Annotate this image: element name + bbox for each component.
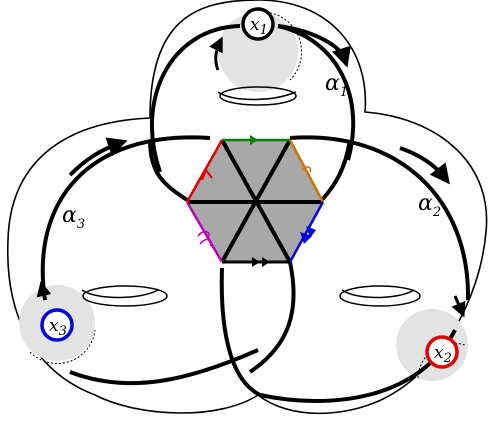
alpha3-arc (70, 143, 120, 175)
hole-left (82, 286, 167, 306)
bottom-inner-curve (250, 262, 294, 372)
right-inner-curve (322, 140, 350, 200)
hole-right (340, 286, 420, 306)
label-alpha1: α1 (325, 71, 348, 100)
x2-arrow-arc (455, 296, 462, 312)
alpha2-arc (400, 148, 445, 178)
label-alpha3: α3 (62, 203, 85, 232)
